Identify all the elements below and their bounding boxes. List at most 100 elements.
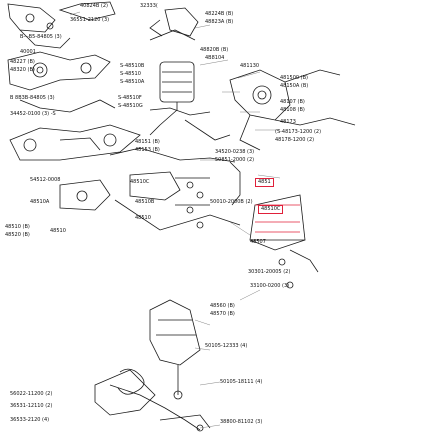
part-label: 48227 (B) (10, 59, 35, 65)
upper-right-bracket-tab (149, 19, 163, 37)
part-label: 32333( (140, 3, 158, 9)
bolt (46, 22, 54, 30)
part-label: 48178-1200 (2) (275, 137, 315, 143)
part-label: 48150A (B) (280, 83, 309, 89)
leader-line (194, 347, 211, 351)
highlighted-part-label: 48510C (258, 205, 284, 214)
part-label: 50851-2000 (2) (215, 157, 255, 163)
part-label: 48224B (B) (205, 11, 234, 17)
part-label: 48570 (B) (210, 311, 235, 317)
leader-line (237, 71, 261, 79)
knuckle-arm (284, 69, 341, 83)
left-mount-bolt (76, 190, 88, 202)
nut (278, 258, 286, 266)
part-label: 48510A (30, 199, 50, 205)
strut-ring (162, 71, 192, 93)
upper-left-bracket-arm (19, 29, 71, 49)
washer (196, 221, 204, 229)
lower-arm (9, 124, 141, 161)
leader-line (194, 319, 211, 326)
mounting-foot (249, 239, 306, 251)
bracket-outline (249, 194, 306, 241)
leader-line (69, 11, 81, 16)
part-label: 50105-18111 (4) (220, 379, 263, 385)
highlighted-part-label: 4851 (255, 178, 274, 187)
part-label: 36551-2120 (3) (70, 17, 110, 23)
shaft-nut (173, 390, 183, 400)
part-label: 48820B (B) (200, 47, 229, 53)
sway-bar (109, 147, 236, 163)
bottom-nut (196, 424, 204, 432)
leader-line (199, 424, 221, 429)
part-label: 48107 (B) (280, 99, 305, 105)
center-link (149, 107, 211, 116)
stabilizer-link (19, 99, 116, 113)
bracket-plate (129, 171, 181, 201)
leader-line (199, 59, 229, 66)
leader-line (239, 289, 261, 301)
cylinder-rib (156, 319, 196, 336)
center-rod (184, 119, 231, 141)
arm-bushing (80, 62, 92, 74)
part-label: 56022-11200 (2) (10, 391, 53, 397)
tie-rod (239, 114, 261, 151)
part-label: 38800-81102 (3) (220, 419, 263, 425)
part-label: 481130 (240, 63, 260, 69)
fastener-stack (175, 177, 210, 206)
knuckle-lower-arm (274, 117, 356, 126)
coil-spring (117, 368, 145, 395)
part-label: S-48510G (118, 103, 143, 109)
left-control-arm (7, 51, 111, 91)
part-label: 48560 (B) (210, 303, 235, 309)
part-label: 36533-2120 (4) (10, 417, 50, 423)
part-label: S-48510A (120, 79, 145, 85)
part-label: 36531-12110 (2) (10, 403, 53, 409)
left-mount (59, 179, 111, 211)
part-label: 34520-0238 (3) (215, 149, 255, 155)
part-label: 33100-0200 (3) (250, 283, 290, 289)
part-label: B---B5-84805 (3) (20, 34, 62, 40)
part-label: 48510 (135, 215, 151, 221)
part-label: 48510 (50, 228, 66, 234)
leader-line (229, 221, 251, 236)
lower-arm-rib (59, 137, 101, 151)
part-label: 48173 (280, 119, 296, 125)
knuckle-boss (257, 90, 267, 100)
bolt (25, 13, 35, 23)
part-label: 481500 (B) (280, 75, 309, 81)
part-label: S-48510B (120, 63, 145, 69)
part-label: (S-48173-1200 (2) (275, 129, 322, 135)
arm-bushing (36, 66, 44, 74)
part-label: 48520 (B) (5, 232, 30, 238)
part-label: 48823A (B) (205, 19, 234, 25)
part-label: B 8B3B-84805 (3) (10, 95, 55, 101)
part-label: 48320 (B) (10, 67, 35, 73)
leader-line (194, 24, 211, 29)
washer (186, 181, 194, 189)
part-label: 48510B (135, 199, 155, 205)
part-label: 30301-20005 (2) (248, 269, 291, 275)
lower-arm-bushing (23, 138, 37, 152)
part-label: 4B8104 (205, 55, 225, 61)
part-label: 50105-12333 (4) (205, 343, 248, 349)
knuckle-boss (252, 85, 272, 105)
steering-knuckle (229, 69, 291, 121)
leader-line (199, 381, 221, 386)
washer (196, 191, 204, 199)
part-label: 34452-0100 (3) -S (10, 111, 56, 117)
washer (186, 206, 194, 214)
nut (286, 281, 294, 289)
lower-cylinder (149, 299, 201, 366)
part-label: 54512-0008 (30, 177, 61, 183)
lower-bracket-arm (109, 384, 201, 431)
part-label: 40824B (2) (80, 3, 109, 9)
part-label: 40001 (20, 49, 36, 55)
part-label: 48507 (250, 239, 266, 245)
top-rail (58, 1, 116, 21)
sway-bar-drop (229, 161, 241, 206)
stud (289, 249, 319, 273)
part-label: 50010-2000B (2) (210, 199, 253, 205)
strut-link (149, 102, 178, 136)
